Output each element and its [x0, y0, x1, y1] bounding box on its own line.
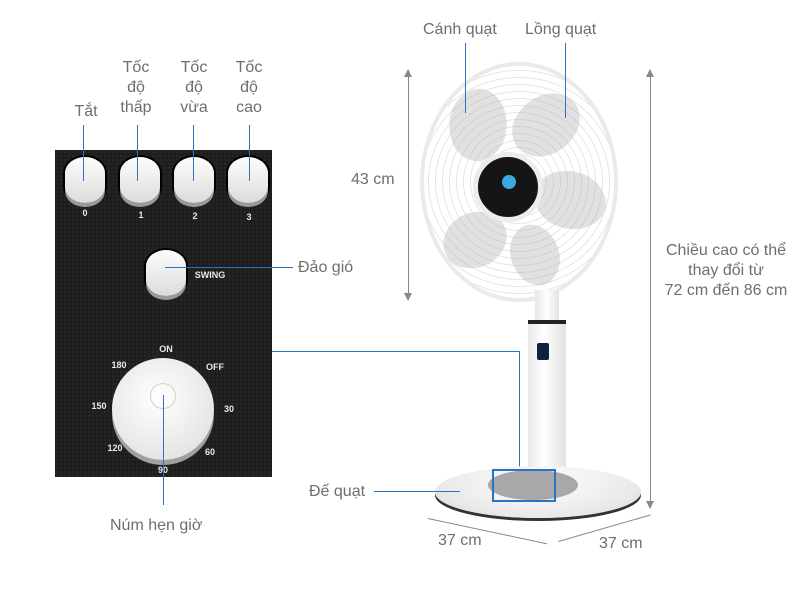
timer-mark-120: 120: [107, 443, 123, 453]
timer-mark-off: OFF: [206, 362, 224, 372]
fan-hub: [473, 152, 543, 222]
connector-line-h: [272, 351, 520, 352]
button-number-2: 2: [192, 211, 198, 221]
callout-line-speed-high: [249, 125, 250, 181]
brand-logo-icon: [502, 175, 516, 189]
label-height-range: Chiều cao có thể thay đổi từ 72 cm đến 8…: [664, 242, 788, 299]
button-number-0: 0: [82, 208, 88, 218]
button-number-3: 3: [246, 212, 252, 222]
label-cage: Lồng quạt: [525, 21, 597, 38]
label-speed-high: Tốc độ cao: [235, 59, 263, 116]
swing-text: SWING: [194, 270, 226, 280]
timer-mark-150: 150: [91, 401, 107, 411]
dimension-arrow-head-height: [404, 69, 412, 301]
timer-mark-60: 60: [204, 447, 215, 457]
control-panel-closeup: [55, 150, 272, 477]
brand-badge-icon: [537, 343, 549, 360]
callout-line-off: [83, 125, 84, 181]
fan-base-controls: [488, 470, 578, 500]
label-timer: Núm hẹn giờ: [110, 517, 203, 534]
button-speed-2: [174, 157, 214, 203]
fan-neck: [535, 290, 559, 322]
timer-mark-90: 90: [152, 465, 174, 475]
button-swing: [146, 250, 186, 296]
label-head-height: 43 cm: [351, 171, 395, 188]
label-blade: Cánh quạt: [423, 21, 497, 38]
label-base: Đế quạt: [309, 483, 366, 500]
callout-line-cage: [565, 43, 566, 118]
button-speed-3: [228, 157, 268, 203]
label-speed-low: Tốc độ thấp: [120, 59, 152, 116]
controls-highlight-box: [492, 469, 556, 502]
label-speed-mid: Tốc độ vừa: [180, 59, 208, 116]
callout-line-speed-mid: [193, 125, 194, 181]
label-off: Tắt: [74, 103, 98, 120]
callout-line-swing: [165, 267, 293, 268]
callout-line-speed-low: [137, 125, 138, 181]
dimension-arrow-total-height: [646, 69, 654, 509]
label-width-right: 37 cm: [599, 535, 643, 552]
callout-line-timer: [163, 395, 164, 505]
timer-mark-180: 180: [111, 360, 127, 370]
button-off: [65, 157, 105, 203]
connector-line-v: [519, 351, 520, 470]
button-number-1: 1: [138, 210, 144, 220]
label-width-left: 37 cm: [438, 532, 482, 549]
timer-mark-30: 30: [223, 404, 234, 414]
button-speed-1: [120, 157, 160, 203]
callout-line-blade: [465, 43, 466, 113]
timer-mark-on: ON: [159, 344, 173, 354]
label-swing: Đảo gió: [298, 259, 354, 276]
callout-line-base: [374, 491, 460, 492]
